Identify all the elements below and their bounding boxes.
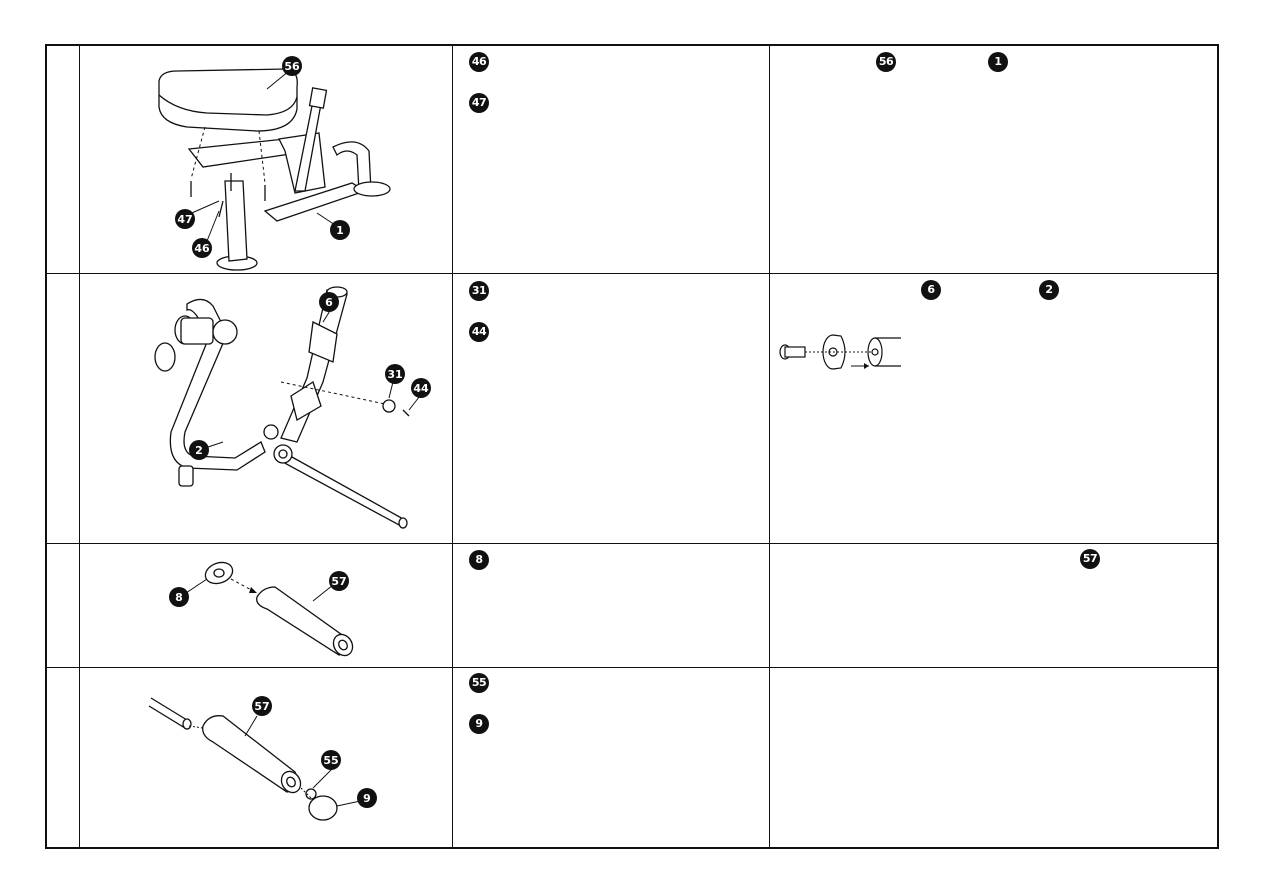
ref-badge-1: 1 <box>988 52 1008 72</box>
row-divider-3 <box>47 667 1217 668</box>
ref-badge-6: 6 <box>921 280 941 300</box>
callout-57-step4: 57 <box>254 700 269 713</box>
step2-detail-washer <box>779 334 901 370</box>
callout-6: 6 <box>325 296 333 309</box>
row-divider-2 <box>47 543 1217 544</box>
part-badge-31: 31 <box>469 281 489 301</box>
part-badge-46: 46 <box>469 52 489 72</box>
ref-badge-56: 56 <box>876 52 896 72</box>
callout-2: 2 <box>195 444 203 457</box>
step2-diagram: 6 31 44 2 <box>154 286 431 529</box>
part-badge-47: 47 <box>469 93 489 113</box>
assembly-table: 56 47 46 1 46 47 56 1 <box>45 44 1219 849</box>
column-divider-step-number <box>79 46 80 847</box>
callout-46: 46 <box>194 242 210 255</box>
callout-9: 9 <box>363 792 371 805</box>
callout-47: 47 <box>177 213 192 226</box>
part-badge-44: 44 <box>469 322 489 342</box>
part-badge-9: 9 <box>469 714 489 734</box>
callout-57: 57 <box>331 575 346 588</box>
callout-44: 44 <box>413 382 429 395</box>
callout-56: 56 <box>284 60 300 73</box>
step4-diagram: 57 55 9 <box>148 696 377 821</box>
column-divider-figure <box>452 46 453 847</box>
ref-badge-57: 57 <box>1080 549 1100 569</box>
step3-diagram: 8 57 <box>169 561 354 657</box>
callout-31: 31 <box>387 368 402 381</box>
callout-1: 1 <box>336 224 344 237</box>
callout-55: 55 <box>323 754 338 767</box>
column-divider-parts <box>769 46 770 847</box>
part-badge-55: 55 <box>469 673 489 693</box>
row-divider-1 <box>47 273 1217 274</box>
part-badge-8: 8 <box>469 550 489 570</box>
ref-badge-2: 2 <box>1039 280 1059 300</box>
callout-8: 8 <box>175 591 183 604</box>
step1-diagram: 56 47 46 1 <box>158 56 391 271</box>
